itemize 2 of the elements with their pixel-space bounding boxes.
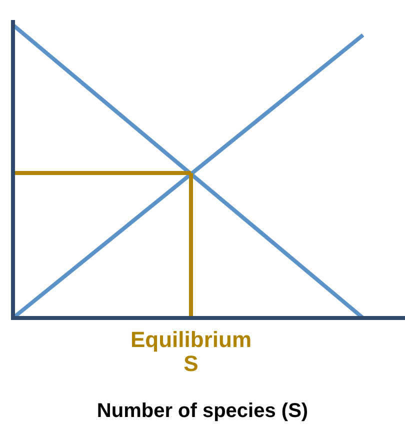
equilibrium-label: Equilibrium S — [130, 328, 252, 376]
axis-title: Number of species (S) — [96, 400, 308, 422]
